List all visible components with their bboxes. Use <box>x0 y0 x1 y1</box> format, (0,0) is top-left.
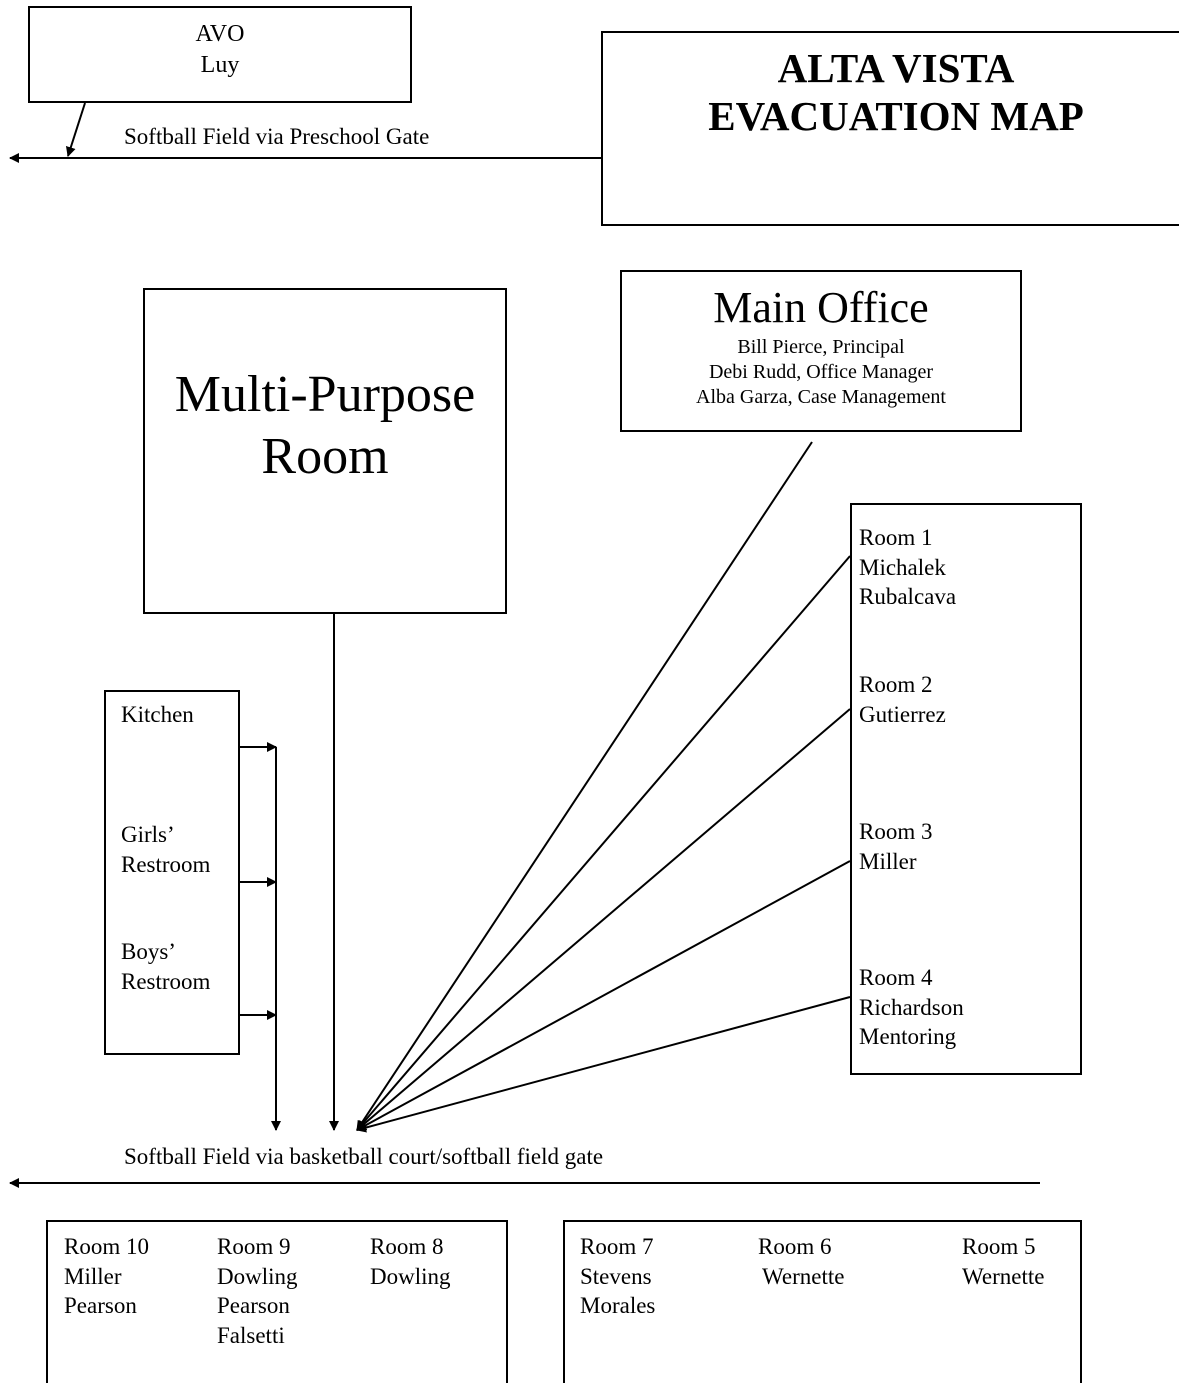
room-4-teacher: Richardson <box>859 994 964 1020</box>
right-rooms-block <box>850 503 1082 1075</box>
room2-exit-arrow <box>356 708 851 1131</box>
room-2-label: Room 2 <box>859 672 933 697</box>
main-office-title: Main Office <box>713 283 929 332</box>
room-10-label: Room 10 <box>64 1234 149 1259</box>
bottom-left-rooms-block <box>46 1220 508 1383</box>
bottom-right-rooms-block <box>563 1220 1082 1383</box>
room-1: Room 1 Michalek Rubalcava <box>859 523 956 612</box>
main-office-staff: Bill Pierce, Principal Debi Rudd, Office… <box>620 335 1022 410</box>
room-5-label: Room 5 <box>962 1234 1036 1259</box>
room-10-teacher: Miller <box>64 1263 122 1289</box>
room-9-label: Room 9 <box>217 1234 291 1259</box>
room-7-label: Room 7 <box>580 1234 654 1259</box>
room-7-teacher: Stevens <box>580 1263 652 1289</box>
room4-exit-arrow <box>356 996 851 1133</box>
room-10-teacher: Pearson <box>64 1293 137 1318</box>
main-office-exit-arrow <box>356 441 813 1131</box>
room-8-label: Room 8 <box>370 1234 444 1259</box>
avo-box <box>28 6 412 103</box>
room-9: Room 9 Dowling Pearson Falsetti <box>217 1232 298 1350</box>
staff-office-manager: Debi Rudd, Office Manager <box>708 361 933 383</box>
avo-exit-arrow <box>65 102 86 157</box>
room-2: Room 2 Gutierrez <box>859 670 946 729</box>
boys-restroom-line1: Boys’ <box>121 939 176 964</box>
main-office <box>620 270 1022 432</box>
room-9-teacher: Pearson <box>217 1293 290 1318</box>
room-3-label: Room 3 <box>859 819 933 844</box>
room-3: Room 3 Miller <box>859 817 932 876</box>
girls-restroom-label: Girls’ Restroom <box>121 820 210 879</box>
room-4-teacher: Mentoring <box>859 1024 957 1049</box>
multipurpose-room-label: Multi-Purpose Room <box>143 364 507 488</box>
boys-restroom-label: Boys’ Restroom <box>121 937 210 996</box>
map-title-line2: EVACUATION MAP <box>708 93 1084 139</box>
room-6: Room 6 Wernette <box>758 1232 844 1291</box>
top-route-label: Softball Field via Preschool Gate <box>124 124 430 149</box>
room-1-teacher: Michalek <box>859 554 946 580</box>
avo-line1: AVO <box>195 21 245 47</box>
multipurpose-room <box>143 288 507 614</box>
staff-principal: Bill Pierce, Principal <box>737 336 905 358</box>
map-title-line1: ALTA VISTA <box>777 45 1015 91</box>
title-box <box>601 31 1179 226</box>
room-5-teacher: Wernette <box>962 1263 1045 1289</box>
room-6-teacher: Wernette <box>762 1263 845 1289</box>
room-2-teacher: Gutierrez <box>859 701 946 727</box>
kitchen-restrooms-block <box>104 690 240 1055</box>
avo-label: AVO Luy <box>28 19 412 81</box>
girls-restroom-line1: Girls’ <box>121 822 175 847</box>
multipurpose-line2: Room <box>261 428 389 485</box>
girls-restroom-line2: Restroom <box>121 851 211 877</box>
room-4-label: Room 4 <box>859 965 933 990</box>
kitchen-label: Kitchen <box>121 702 194 727</box>
room-3-teacher: Miller <box>859 848 917 874</box>
room-9-teacher: Dowling <box>217 1263 298 1289</box>
map-title: ALTA VISTA EVACUATION MAP <box>641 44 1151 140</box>
room-7-teacher: Morales <box>580 1293 656 1318</box>
room-8: Room 8 Dowling <box>370 1232 451 1291</box>
avo-line2: Luy <box>200 52 240 78</box>
staff-case-management: Alba Garza, Case Management <box>696 386 946 408</box>
room3-exit-arrow <box>356 860 851 1131</box>
room-6-label: Room 6 <box>758 1234 832 1259</box>
boys-restroom-line2: Restroom <box>121 968 211 994</box>
room1-exit-arrow <box>356 555 851 1131</box>
room-4: Room 4 Richardson Mentoring <box>859 963 964 1052</box>
room-8-teacher: Dowling <box>370 1263 451 1289</box>
room-1-label: Room 1 <box>859 525 933 550</box>
room-7: Room 7 Stevens Morales <box>580 1232 655 1321</box>
bottom-route-label: Softball Field via basketball court/soft… <box>124 1144 604 1169</box>
room-1-teacher: Rubalcava <box>859 584 957 609</box>
room-10: Room 10 Miller Pearson <box>64 1232 149 1321</box>
room-9-teacher: Falsetti <box>217 1322 285 1348</box>
multipurpose-line1: Multi-Purpose <box>174 366 476 423</box>
room-5: Room 5 Wernette <box>962 1232 1044 1291</box>
